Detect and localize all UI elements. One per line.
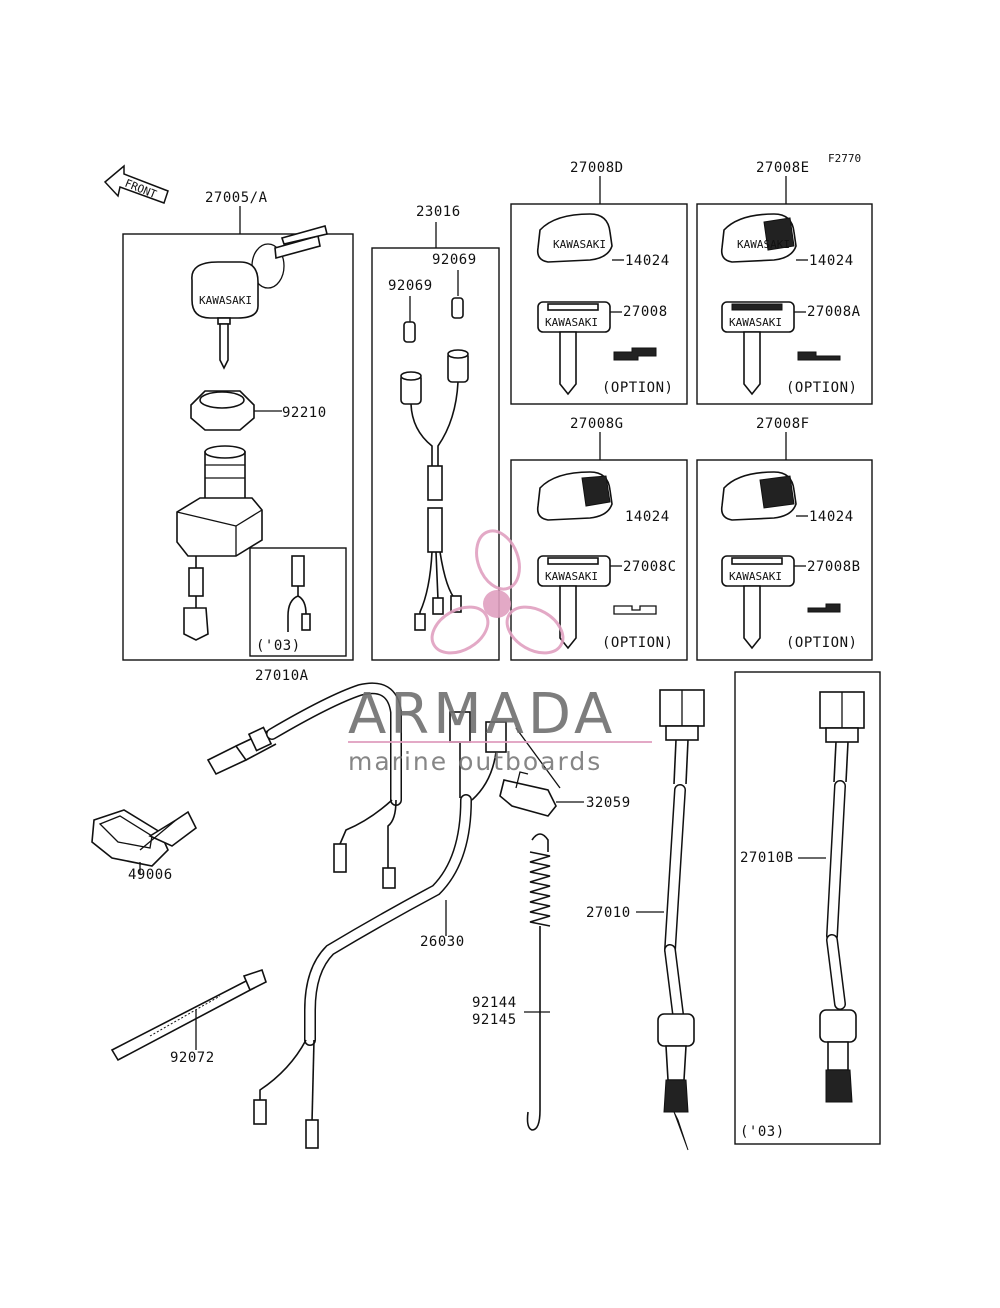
key-cap-icon: KAWASAKI [720, 213, 797, 263]
svg-text:KAWASAKI: KAWASAKI [729, 570, 782, 583]
part-14024-d: 14024 [809, 509, 854, 525]
note-option-1: (OPTION) [602, 380, 673, 396]
cable-tie-icon [110, 968, 267, 1062]
key-profile-icon [613, 347, 657, 361]
key-cap-icon: KAWASAKI [536, 213, 613, 263]
key-ring-icon: KAWASAKI [191, 225, 328, 370]
part-27008: 27008 [623, 304, 668, 320]
harness-connector-icon [400, 297, 469, 631]
svg-text:KAWASAKI: KAWASAKI [545, 316, 598, 329]
part-27010B: 27010B [740, 850, 794, 866]
part-92072: 92072 [170, 1050, 215, 1066]
key-profile-icon [613, 605, 657, 615]
key-blade-icon: KAWASAKI [721, 555, 795, 650]
part-27008D: 27008D [570, 160, 624, 176]
part-27005A: 27005/A [205, 190, 268, 206]
part-92145: 92145 [472, 1012, 517, 1028]
part-92069-a: 92069 [432, 252, 477, 268]
watermark: ARMADA marine outboards [348, 529, 652, 776]
part-14024-b: 14024 [809, 253, 854, 269]
part-23016: 23016 [416, 204, 461, 220]
part-32059: 32059 [586, 795, 631, 811]
note-option-2: (OPTION) [786, 380, 857, 396]
key-cap-icon [536, 471, 613, 521]
inset-03-box [249, 547, 347, 657]
part-92144: 92144 [472, 995, 517, 1011]
ignition-switch-group: 27005/A KAWASAKI 92210 [122, 190, 354, 684]
part-14024-c: 14024 [625, 509, 670, 525]
harness-23016-group: 23016 92069 92069 [371, 204, 500, 661]
connector-03-icon [287, 555, 311, 632]
sensor-lead-27010B-group: 27010B ('03) [734, 671, 881, 1145]
propeller-logo-icon [430, 529, 565, 655]
key-blade-icon: KAWASAKI [537, 555, 611, 650]
svg-text:KAWASAKI: KAWASAKI [729, 316, 782, 329]
cable-26030-icon [206, 682, 402, 889]
switch-body-icon [176, 445, 263, 641]
part-14024-a: 14024 [625, 253, 670, 269]
key-set-27008D: 27008D KAWASAKI 14024 KAWASAKI 27008 (OP… [510, 160, 688, 405]
note-year-03-b: ('03) [740, 1124, 785, 1140]
part-27010: 27010 [586, 905, 631, 921]
harness-26030-icon [253, 711, 507, 1149]
part-92069-b: 92069 [388, 278, 433, 294]
part-27010A: 27010A [255, 668, 309, 684]
key-set-27008F: 27008F 14024 KAWASAKI 27008B (OPTION) [696, 416, 873, 661]
lanyard-cap-icon [91, 809, 198, 867]
part-26030: 26030 [420, 934, 465, 950]
ignition-box [122, 233, 354, 661]
part-27008B: 27008B [807, 559, 861, 575]
part-27008A: 27008A [807, 304, 861, 320]
key-cap-icon [720, 471, 797, 521]
part-27008G: 27008G [570, 416, 624, 432]
part-27008F: 27008F [756, 416, 810, 432]
key-blade-icon: KAWASAKI [537, 301, 611, 396]
watermark-brand: ARMADA [348, 682, 616, 747]
key-blade-icon: KAWASAKI [721, 301, 795, 396]
svg-text:KAWASAKI: KAWASAKI [553, 238, 606, 251]
note-option-3: (OPTION) [602, 635, 673, 651]
svg-text:KAWASAKI: KAWASAKI [737, 238, 790, 251]
part-27008E: 27008E [756, 160, 810, 176]
nut-icon [190, 390, 282, 431]
sensor-lead-27010-icon [657, 689, 705, 1151]
svg-text:KAWASAKI: KAWASAKI [545, 570, 598, 583]
bracket-32059-icon [499, 771, 557, 817]
key-set-27008G: 27008G 14024 KAWASAKI 27008C (OPTION) [510, 416, 688, 661]
part-92210: 92210 [282, 405, 327, 421]
part-27008C: 27008C [623, 559, 677, 575]
key-set-27008E: 27008E KAWASAKI 14024 KAWASAKI 27008A (O… [696, 160, 873, 405]
key-brand-1: KAWASAKI [199, 294, 252, 307]
harness-box [371, 247, 500, 661]
part-49006: 49006 [128, 867, 173, 883]
spring-icon [526, 833, 551, 1131]
note-year-03-a: ('03) [256, 638, 301, 654]
front-arrow-icon: FRONT [103, 164, 169, 204]
key-profile-icon [807, 603, 841, 613]
figure-code: F2770 [828, 152, 861, 165]
watermark-tagline: marine outboards [348, 747, 602, 776]
key-profile-icon [797, 351, 841, 361]
note-option-4: (OPTION) [786, 635, 857, 651]
